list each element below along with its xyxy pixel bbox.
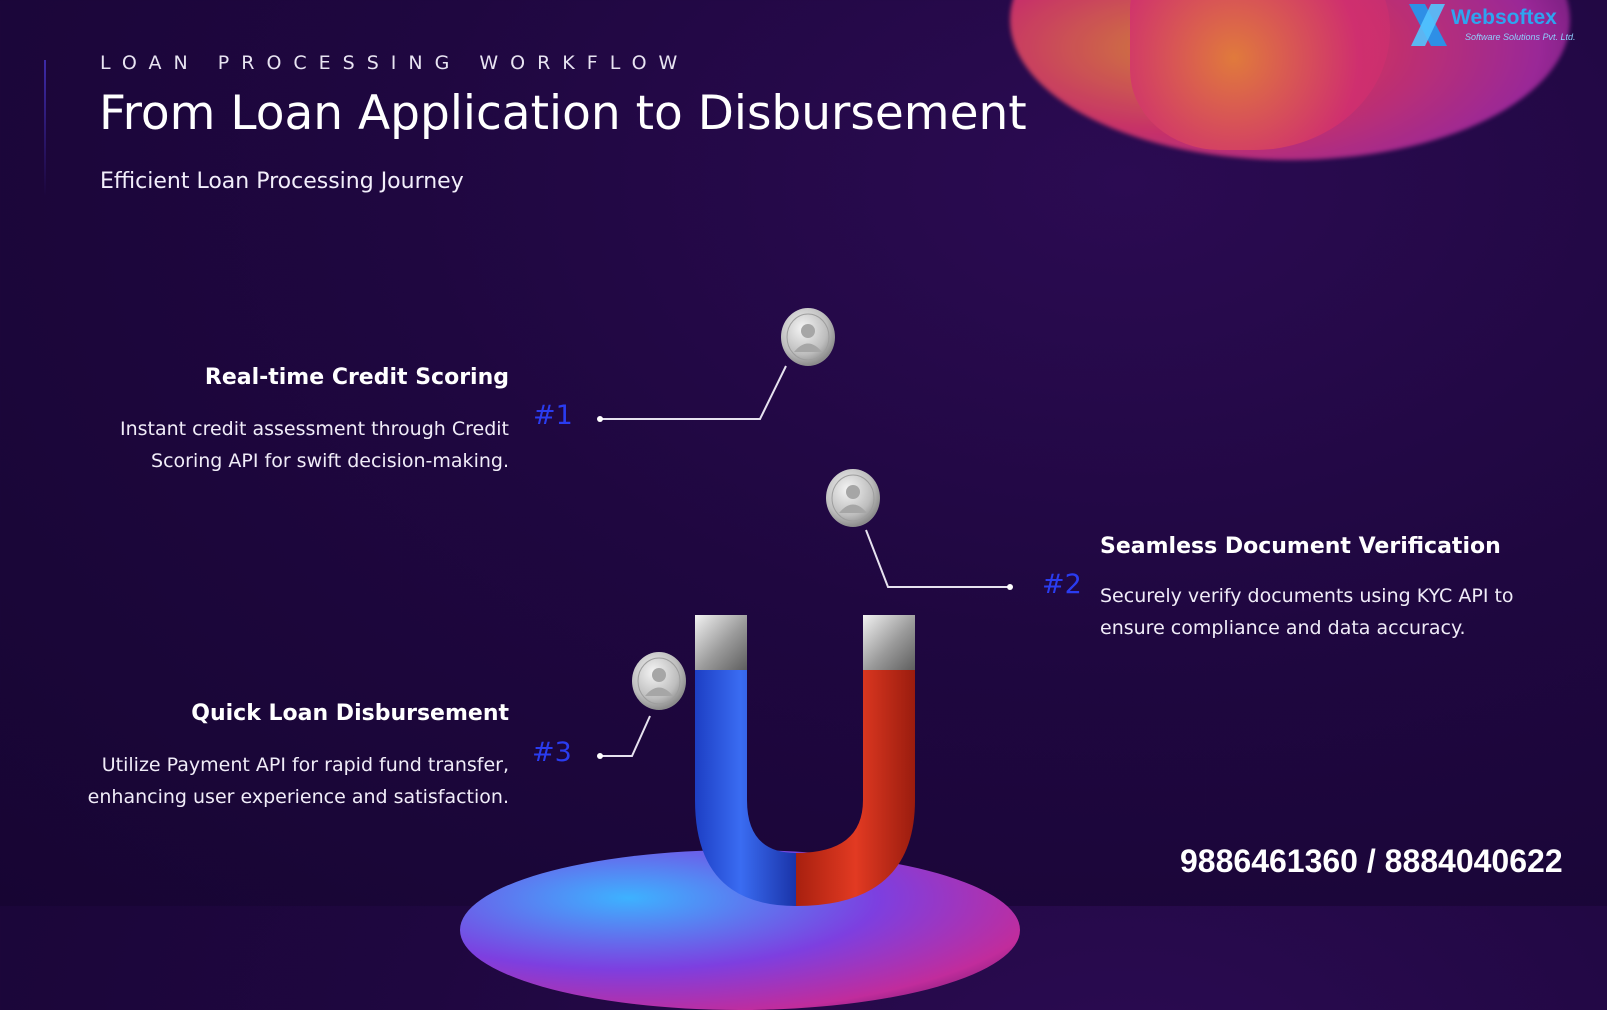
step-3-desc-line-1: Utilize Payment API for rapid fund trans… — [101, 754, 509, 776]
step-3-number: #3 — [532, 737, 572, 768]
step-1-desc-line-1: Instant credit assessment through Credit — [119, 418, 509, 440]
page-title: From Loan Application to Disbursement — [99, 86, 1027, 141]
person-coin-icon — [826, 469, 880, 527]
step-1-number: #1 — [533, 400, 573, 431]
step-3-description: Utilize Payment API for rapid fund trans… — [60, 749, 509, 813]
page-subtitle: Efficient Loan Processing Journey — [100, 169, 464, 194]
brand-tagline: Software Solutions Pvt. Ltd. — [1465, 32, 1576, 42]
websoftex-logo-icon — [1409, 4, 1447, 46]
section-kicker: LOAN PROCESSING WORKFLOW — [100, 52, 690, 74]
person-coin-icon — [781, 308, 835, 366]
magnet-icon — [695, 615, 915, 906]
step-1-description: Instant credit assessment through Credit… — [100, 413, 509, 477]
step-1-desc-line-2: Scoring API for swift decision-making. — [151, 450, 509, 472]
accent-line — [44, 60, 46, 196]
step-1-title: Real-time Credit Scoring — [204, 365, 509, 390]
step-2-number: #2 — [1042, 569, 1082, 600]
step-2-desc-line-1: Securely verify documents using KYC API … — [1100, 585, 1514, 607]
contact-phone: 9886461360 / 8884040622 — [1180, 843, 1563, 879]
step-connectors — [600, 365, 1010, 757]
step-2-description: Securely verify documents using KYC API … — [1100, 580, 1560, 644]
brand-logo: Websoftex Software Solutions Pvt. Ltd. — [1405, 2, 1576, 48]
step-2-title: Seamless Document Verification — [1100, 534, 1501, 559]
brand-name: Websoftex — [1451, 6, 1557, 29]
person-coin-icon — [632, 652, 686, 710]
step-3-title: Quick Loan Disbursement — [191, 701, 509, 726]
step-3-desc-line-2: enhancing user experience and satisfacti… — [87, 786, 509, 808]
step-2-desc-line-2: ensure compliance and data accuracy. — [1100, 617, 1466, 639]
